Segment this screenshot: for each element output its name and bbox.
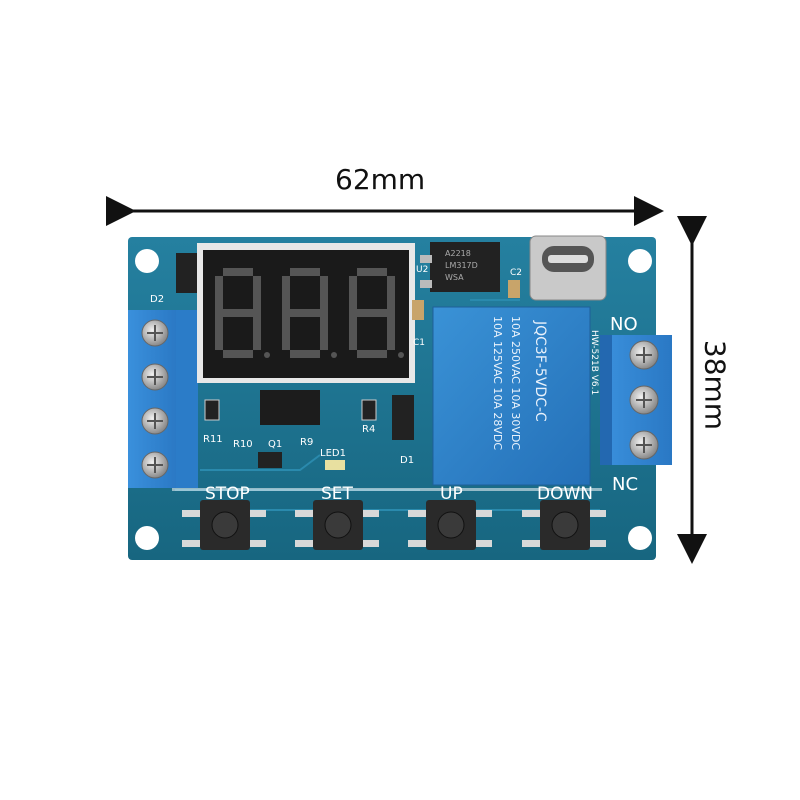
seven-segment-display xyxy=(197,243,415,383)
relay-rating: 10A 125VAC 10A 28VDC xyxy=(491,316,504,450)
r4-label: R4 xyxy=(362,424,375,435)
resistor xyxy=(361,399,377,421)
r11-label: R11 xyxy=(203,434,223,445)
relay: JQC3F-5VDC-C 10A 250VAC 10A 30VDC 10A 12… xyxy=(432,306,591,486)
led xyxy=(325,460,345,470)
display-digit xyxy=(282,268,337,358)
r9-label: R9 xyxy=(300,437,313,448)
button-label: STOP xyxy=(205,484,250,504)
button-label: UP xyxy=(440,484,463,504)
mounting-hole xyxy=(628,526,652,550)
button-label: DOWN xyxy=(537,484,593,504)
button-label: SET xyxy=(321,484,354,504)
optocoupler xyxy=(260,390,320,425)
width-dimension-label: 62mm xyxy=(335,163,426,196)
mounting-hole xyxy=(135,526,159,550)
capacitor-c2 xyxy=(508,280,520,298)
tactile-button-set[interactable] xyxy=(295,500,379,550)
tactile-button-stop[interactable] xyxy=(182,500,266,550)
resistor xyxy=(204,399,220,421)
mounting-hole xyxy=(135,249,159,273)
r10-label: R10 xyxy=(233,439,253,450)
tactile-button-up[interactable] xyxy=(408,500,492,550)
transistor-q1 xyxy=(258,452,282,468)
c1-label: C1 xyxy=(413,338,425,348)
d1-label: D1 xyxy=(400,455,414,466)
c2-label: C2 xyxy=(510,268,522,278)
display-digit xyxy=(349,268,404,358)
capacitor-c1 xyxy=(412,300,424,320)
relay-model: JQC3F-5VDC-C xyxy=(532,320,548,422)
regulator-marking: A2218 xyxy=(445,249,471,258)
right-terminal-block xyxy=(600,335,672,465)
usb-c-port xyxy=(529,235,607,301)
no-terminal-label: NO xyxy=(610,314,638,335)
tactile-button-down[interactable] xyxy=(522,500,606,550)
mounting-hole xyxy=(628,249,652,273)
display-digit xyxy=(215,268,270,358)
q1-label: Q1 xyxy=(268,439,282,450)
regulator-marking: WSA xyxy=(445,273,464,282)
d2-label: D2 xyxy=(150,294,164,305)
diode-d2 xyxy=(176,253,198,293)
regulator-marking: LM317D xyxy=(445,261,478,270)
voltage-regulator: A2218 LM317D WSA xyxy=(420,242,500,292)
nc-terminal-label: NC xyxy=(612,474,638,495)
board-id-label: HW-521B V6.1 xyxy=(589,330,599,395)
relay-rating: 10A 250VAC 10A 30VDC xyxy=(509,316,522,450)
left-terminal-block xyxy=(128,310,198,488)
u2-label: U2 xyxy=(416,265,428,275)
led1-label: LED1 xyxy=(320,448,346,459)
diode-d1 xyxy=(392,395,414,440)
